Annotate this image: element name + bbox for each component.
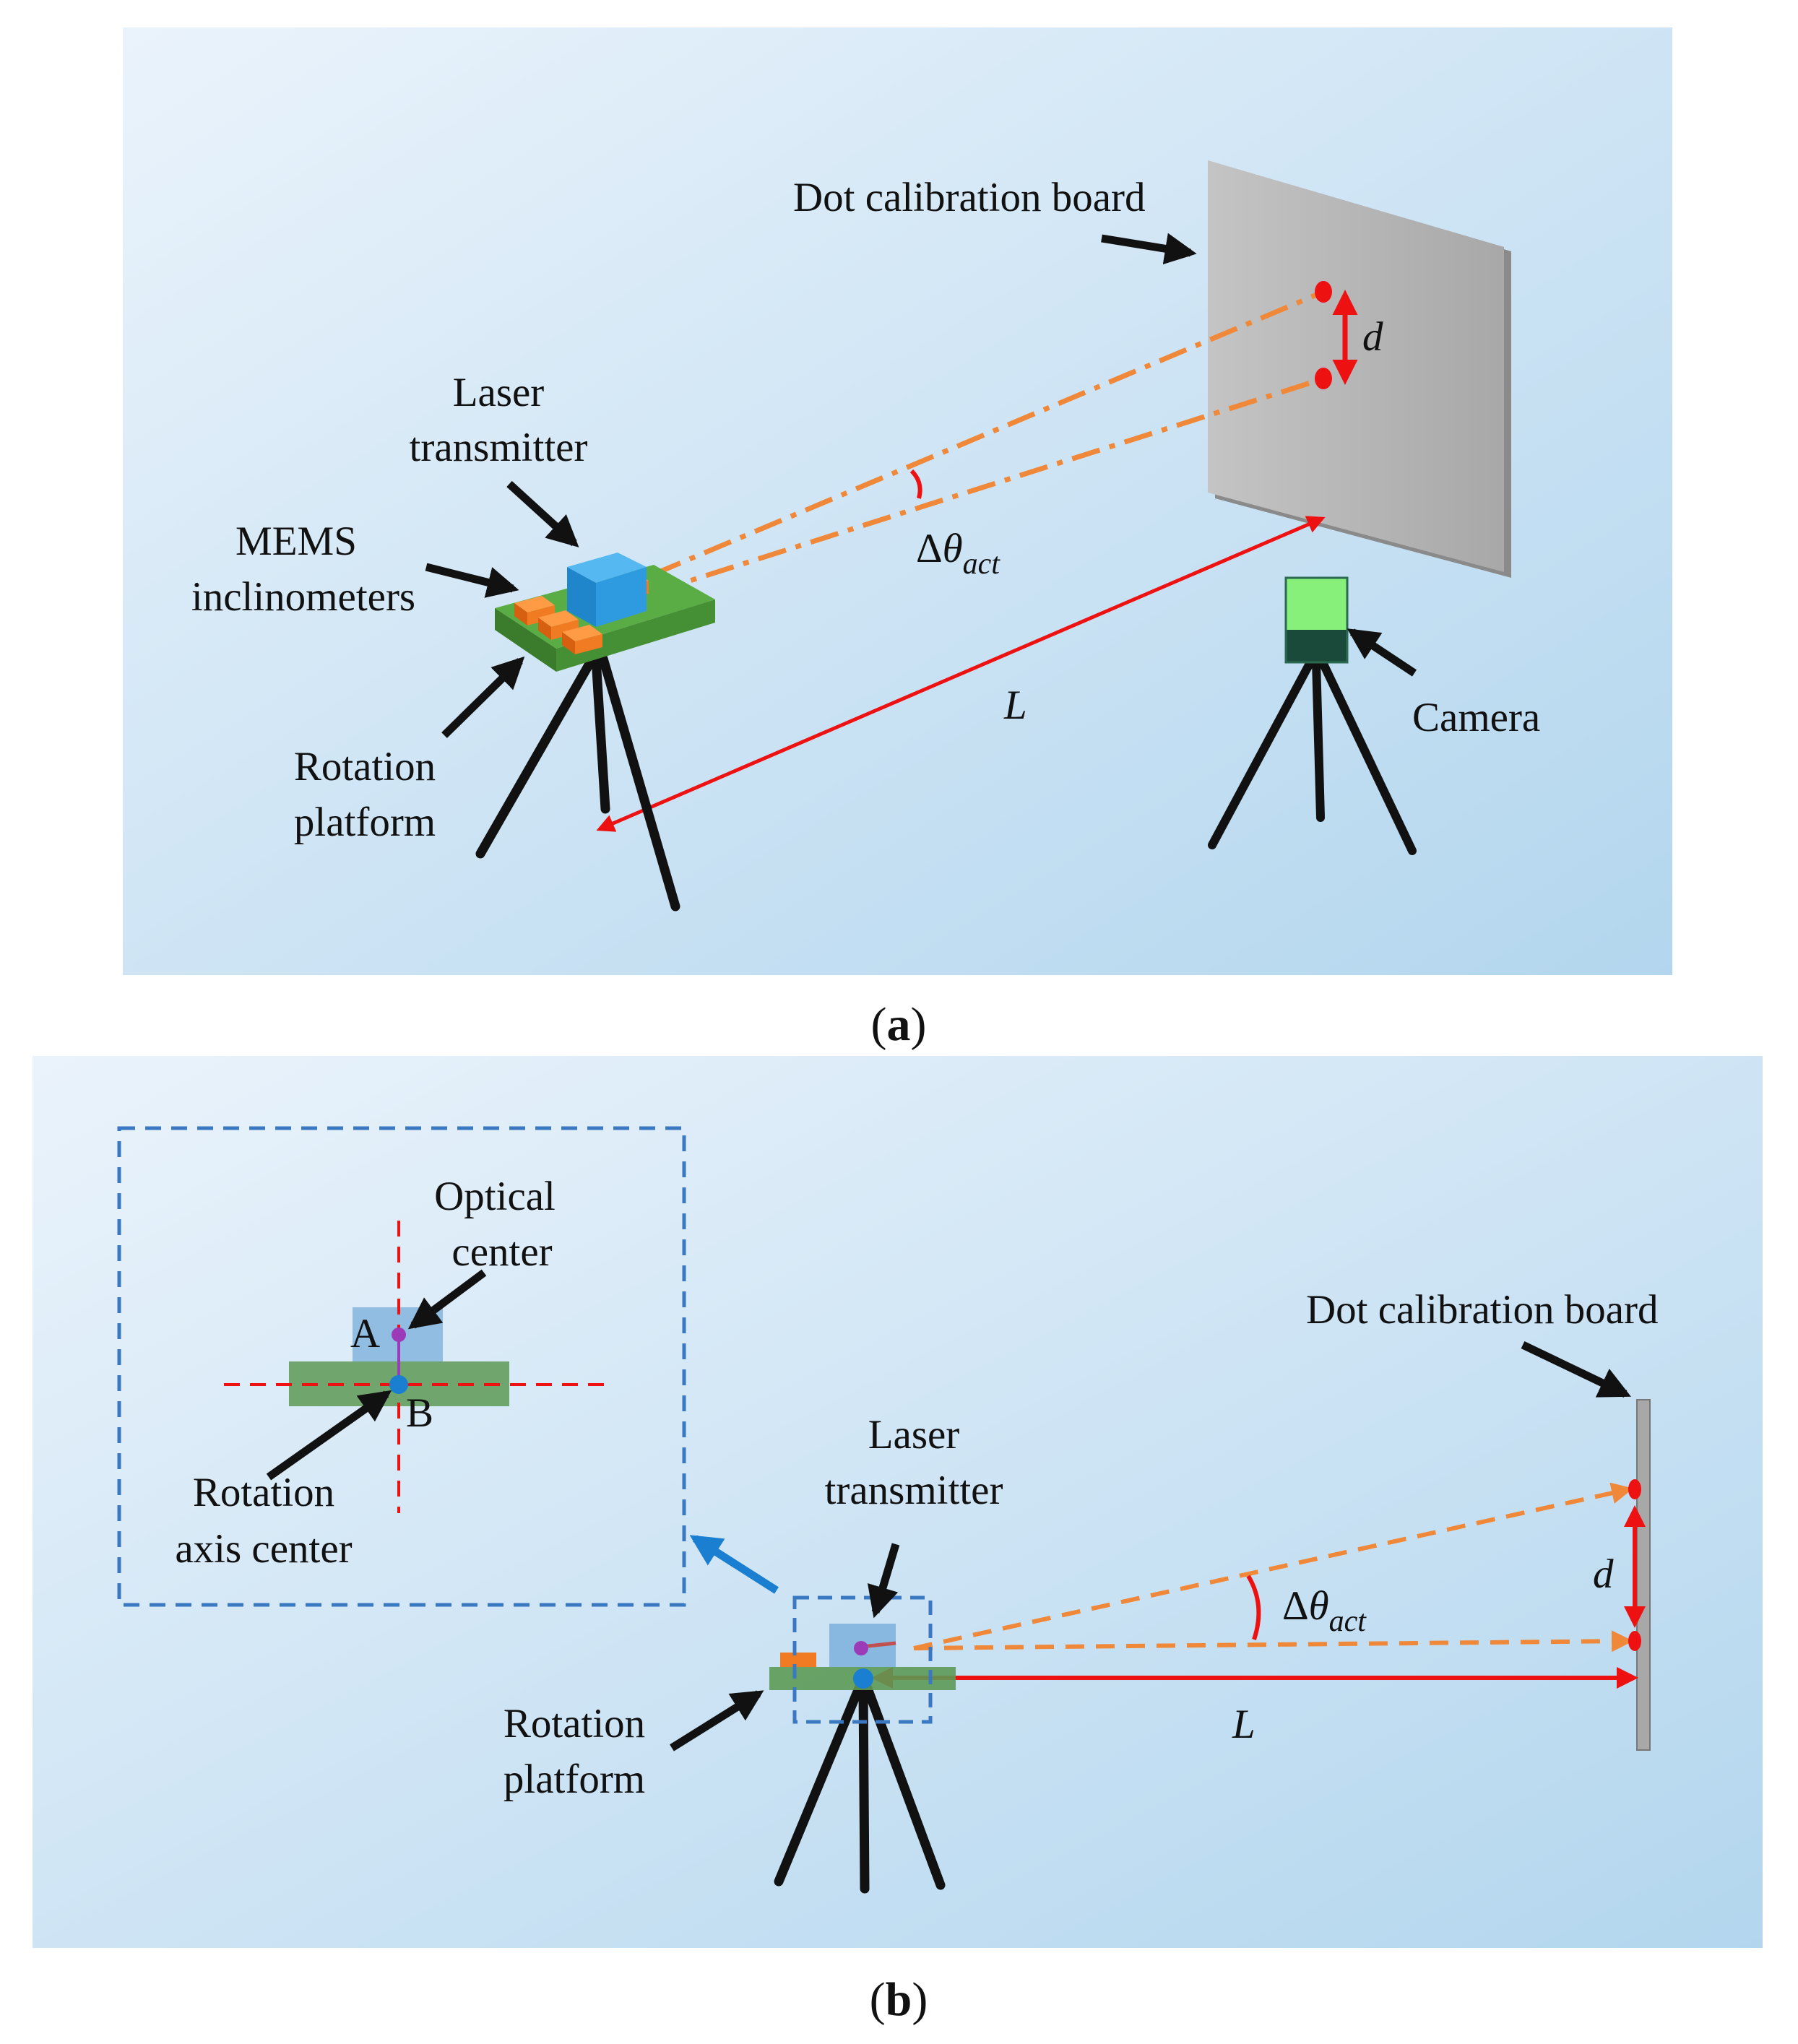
board-pointer-arrow-icon bbox=[1101, 233, 1197, 265]
calibration-board-side-icon bbox=[1636, 1399, 1651, 1751]
board-pointer-arrow-b-icon bbox=[1521, 1341, 1631, 1398]
optical-center-point bbox=[392, 1328, 406, 1342]
platform-pointer-arrow-b-icon bbox=[670, 1690, 764, 1751]
caption-a: (a) bbox=[871, 998, 927, 1051]
panel-a: d Δθact L bbox=[123, 27, 1672, 975]
distance-label-b: L bbox=[1232, 1702, 1255, 1747]
camera-label: Camera bbox=[1412, 695, 1540, 740]
distance-label: L bbox=[1003, 683, 1027, 728]
spot-distance-label: d bbox=[1362, 314, 1383, 360]
laser-pointer-arrow-icon bbox=[506, 480, 579, 547]
laser-transmitter-icon bbox=[567, 553, 647, 627]
angle-theta: θ bbox=[943, 526, 963, 571]
laser-spot-upper-b bbox=[1628, 1479, 1641, 1499]
mems-pointer-arrow-icon bbox=[425, 563, 519, 598]
zoom-arrow-icon bbox=[689, 1535, 779, 1594]
angle-delta-b: Δ bbox=[1282, 1583, 1309, 1629]
laser-label-b-line2: transmitter bbox=[825, 1468, 1003, 1513]
rotation-axis-point bbox=[389, 1375, 408, 1394]
angle-theta-b: θ bbox=[1309, 1583, 1329, 1629]
point-a-label: A bbox=[350, 1311, 380, 1356]
panel-b: Optical center A B Rotation axis center … bbox=[33, 1056, 1763, 1948]
camera-tripod-icon bbox=[1208, 657, 1417, 855]
spot-distance-label-b: d bbox=[1593, 1551, 1614, 1597]
camera-icon bbox=[1284, 576, 1349, 664]
mems-label-line1: MEMS bbox=[235, 519, 357, 564]
mems-label-line2: inclinometers bbox=[191, 574, 415, 620]
calibration-board-icon bbox=[1208, 160, 1511, 578]
point-b-label: B bbox=[406, 1390, 433, 1436]
caption-b: (b) bbox=[870, 1973, 928, 2026]
tripod-icon bbox=[475, 654, 680, 911]
platform-label-line1: Rotation bbox=[294, 744, 436, 789]
camera-pointer-arrow-icon bbox=[1347, 628, 1417, 677]
platform-label-line2: platform bbox=[294, 800, 436, 845]
angle-arc-b bbox=[1246, 1575, 1261, 1640]
laser-label-b-line1: Laser bbox=[868, 1412, 960, 1458]
optical-pointer-arrow-icon bbox=[407, 1269, 487, 1330]
axis-label-line1: Rotation bbox=[193, 1470, 334, 1515]
platform-pointer-arrow-icon bbox=[441, 656, 525, 738]
laser-spot-lower-b bbox=[1628, 1631, 1641, 1651]
laser-label-line1: Laser bbox=[453, 370, 545, 415]
laser-spot-lower bbox=[1315, 368, 1332, 389]
angle-subscript-b: act bbox=[1329, 1605, 1367, 1638]
platform-label-b-line2: platform bbox=[503, 1757, 645, 1802]
laser-beam-upper-b bbox=[913, 1482, 1633, 1650]
laser-spot-upper bbox=[1315, 281, 1332, 303]
focus-box bbox=[792, 1595, 933, 1724]
optical-label-line2: center bbox=[451, 1229, 552, 1275]
laser-pointer-arrow-b-icon bbox=[867, 1543, 900, 1619]
optical-label-line1: Optical bbox=[434, 1174, 556, 1219]
axis-label-line2: axis center bbox=[175, 1526, 352, 1572]
board-label-b: Dot calibration board bbox=[1306, 1287, 1659, 1333]
panel-b-background bbox=[33, 1056, 1763, 1948]
board-label: Dot calibration board bbox=[793, 175, 1146, 220]
rotation-platform-b bbox=[769, 1624, 956, 1690]
angle-delta: Δ bbox=[916, 526, 943, 571]
platform-label-b-line1: Rotation bbox=[503, 1701, 645, 1746]
laser-label-line2: transmitter bbox=[410, 425, 588, 470]
angle-label-b: Δθact bbox=[1282, 1583, 1367, 1638]
axis-pointer-arrow-icon bbox=[266, 1390, 392, 1481]
distance-arrow bbox=[596, 516, 1326, 832]
angle-arc bbox=[909, 469, 922, 499]
angle-subscript: act bbox=[963, 547, 1001, 581]
